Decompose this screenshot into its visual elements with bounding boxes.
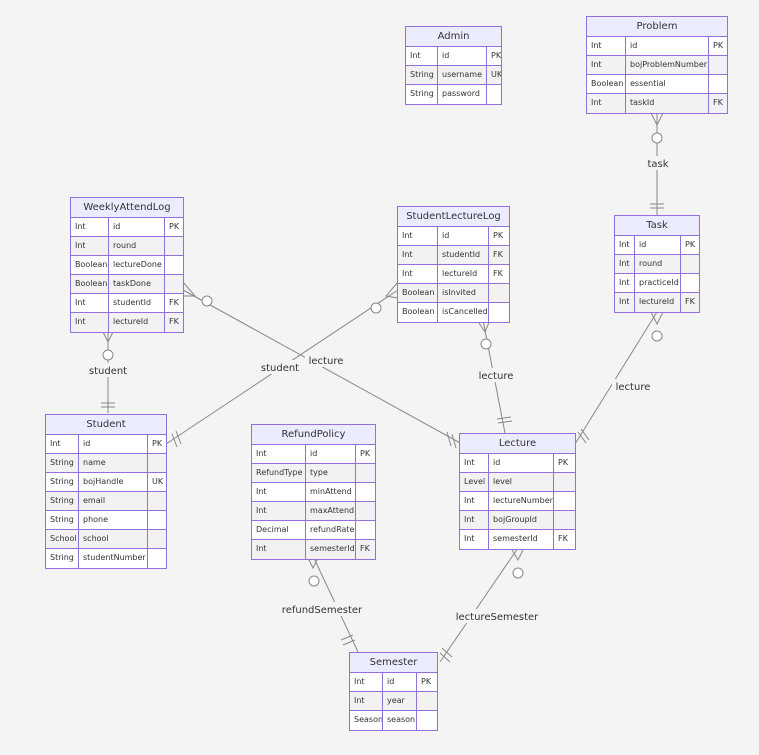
bar-lecture-top: [496, 416, 513, 424]
rel-line-lecture-semester: [439, 547, 519, 663]
crowfoot-sll-lecture: [476, 319, 491, 334]
circle-lecture-semester: [512, 567, 524, 579]
bar-lecture-left: [446, 431, 457, 449]
crowfoot-sll-student: [385, 281, 399, 299]
entity-title: Lecture: [460, 434, 575, 454]
bar-semester-left: [340, 634, 356, 646]
circle-weekly-lecture: [201, 295, 213, 307]
rel-label-sll-student: student: [261, 363, 299, 374]
crowfoot-weekly-lecture: [182, 281, 197, 297]
circle-weekly-student: [102, 349, 114, 361]
rel-label-lecture-semester: lectureSemester: [456, 612, 539, 623]
bar-lecture-right: [577, 428, 590, 444]
rel-label-sll-lecture: lecture: [479, 371, 514, 382]
rel-label-task-lecture: lecture: [616, 382, 651, 393]
rel-label-weekly-student: student: [89, 366, 127, 377]
crowfoot-problem: [650, 112, 664, 127]
circle-problem: [651, 132, 663, 144]
circle-task-lecture: [651, 330, 663, 342]
bar-student-top: [101, 402, 115, 408]
crowfoot-lecture-semester: [510, 547, 525, 562]
entity-title: StudentLectureLog: [398, 207, 509, 227]
bar-task: [650, 203, 664, 209]
rel-label-problem-task: task: [647, 159, 668, 170]
bar-semester-right: [439, 647, 453, 663]
circle-sll-lecture: [480, 338, 492, 350]
entity-title: Student: [46, 415, 166, 435]
circle-refund: [308, 575, 320, 587]
entity-title: WeeklyAttendLog: [71, 198, 183, 218]
entity-title: Admin: [406, 27, 501, 47]
crowfoot-task-lecture: [650, 311, 664, 326]
entity-title: Semester: [350, 653, 437, 673]
circle-sll-student: [370, 302, 382, 314]
bar-student-right: [171, 430, 182, 448]
crowfoot-refund: [306, 555, 320, 570]
crowfoot-weekly-student: [101, 329, 115, 344]
rel-label-refund-semester: refundSemester: [282, 605, 363, 616]
rel-line-task-lecture: [574, 311, 658, 445]
rel-label-weekly-lecture: lecture: [309, 356, 344, 367]
entity-title: RefundPolicy: [252, 425, 375, 445]
entity-title: Problem: [587, 17, 727, 37]
entity-title: Task: [615, 216, 699, 236]
